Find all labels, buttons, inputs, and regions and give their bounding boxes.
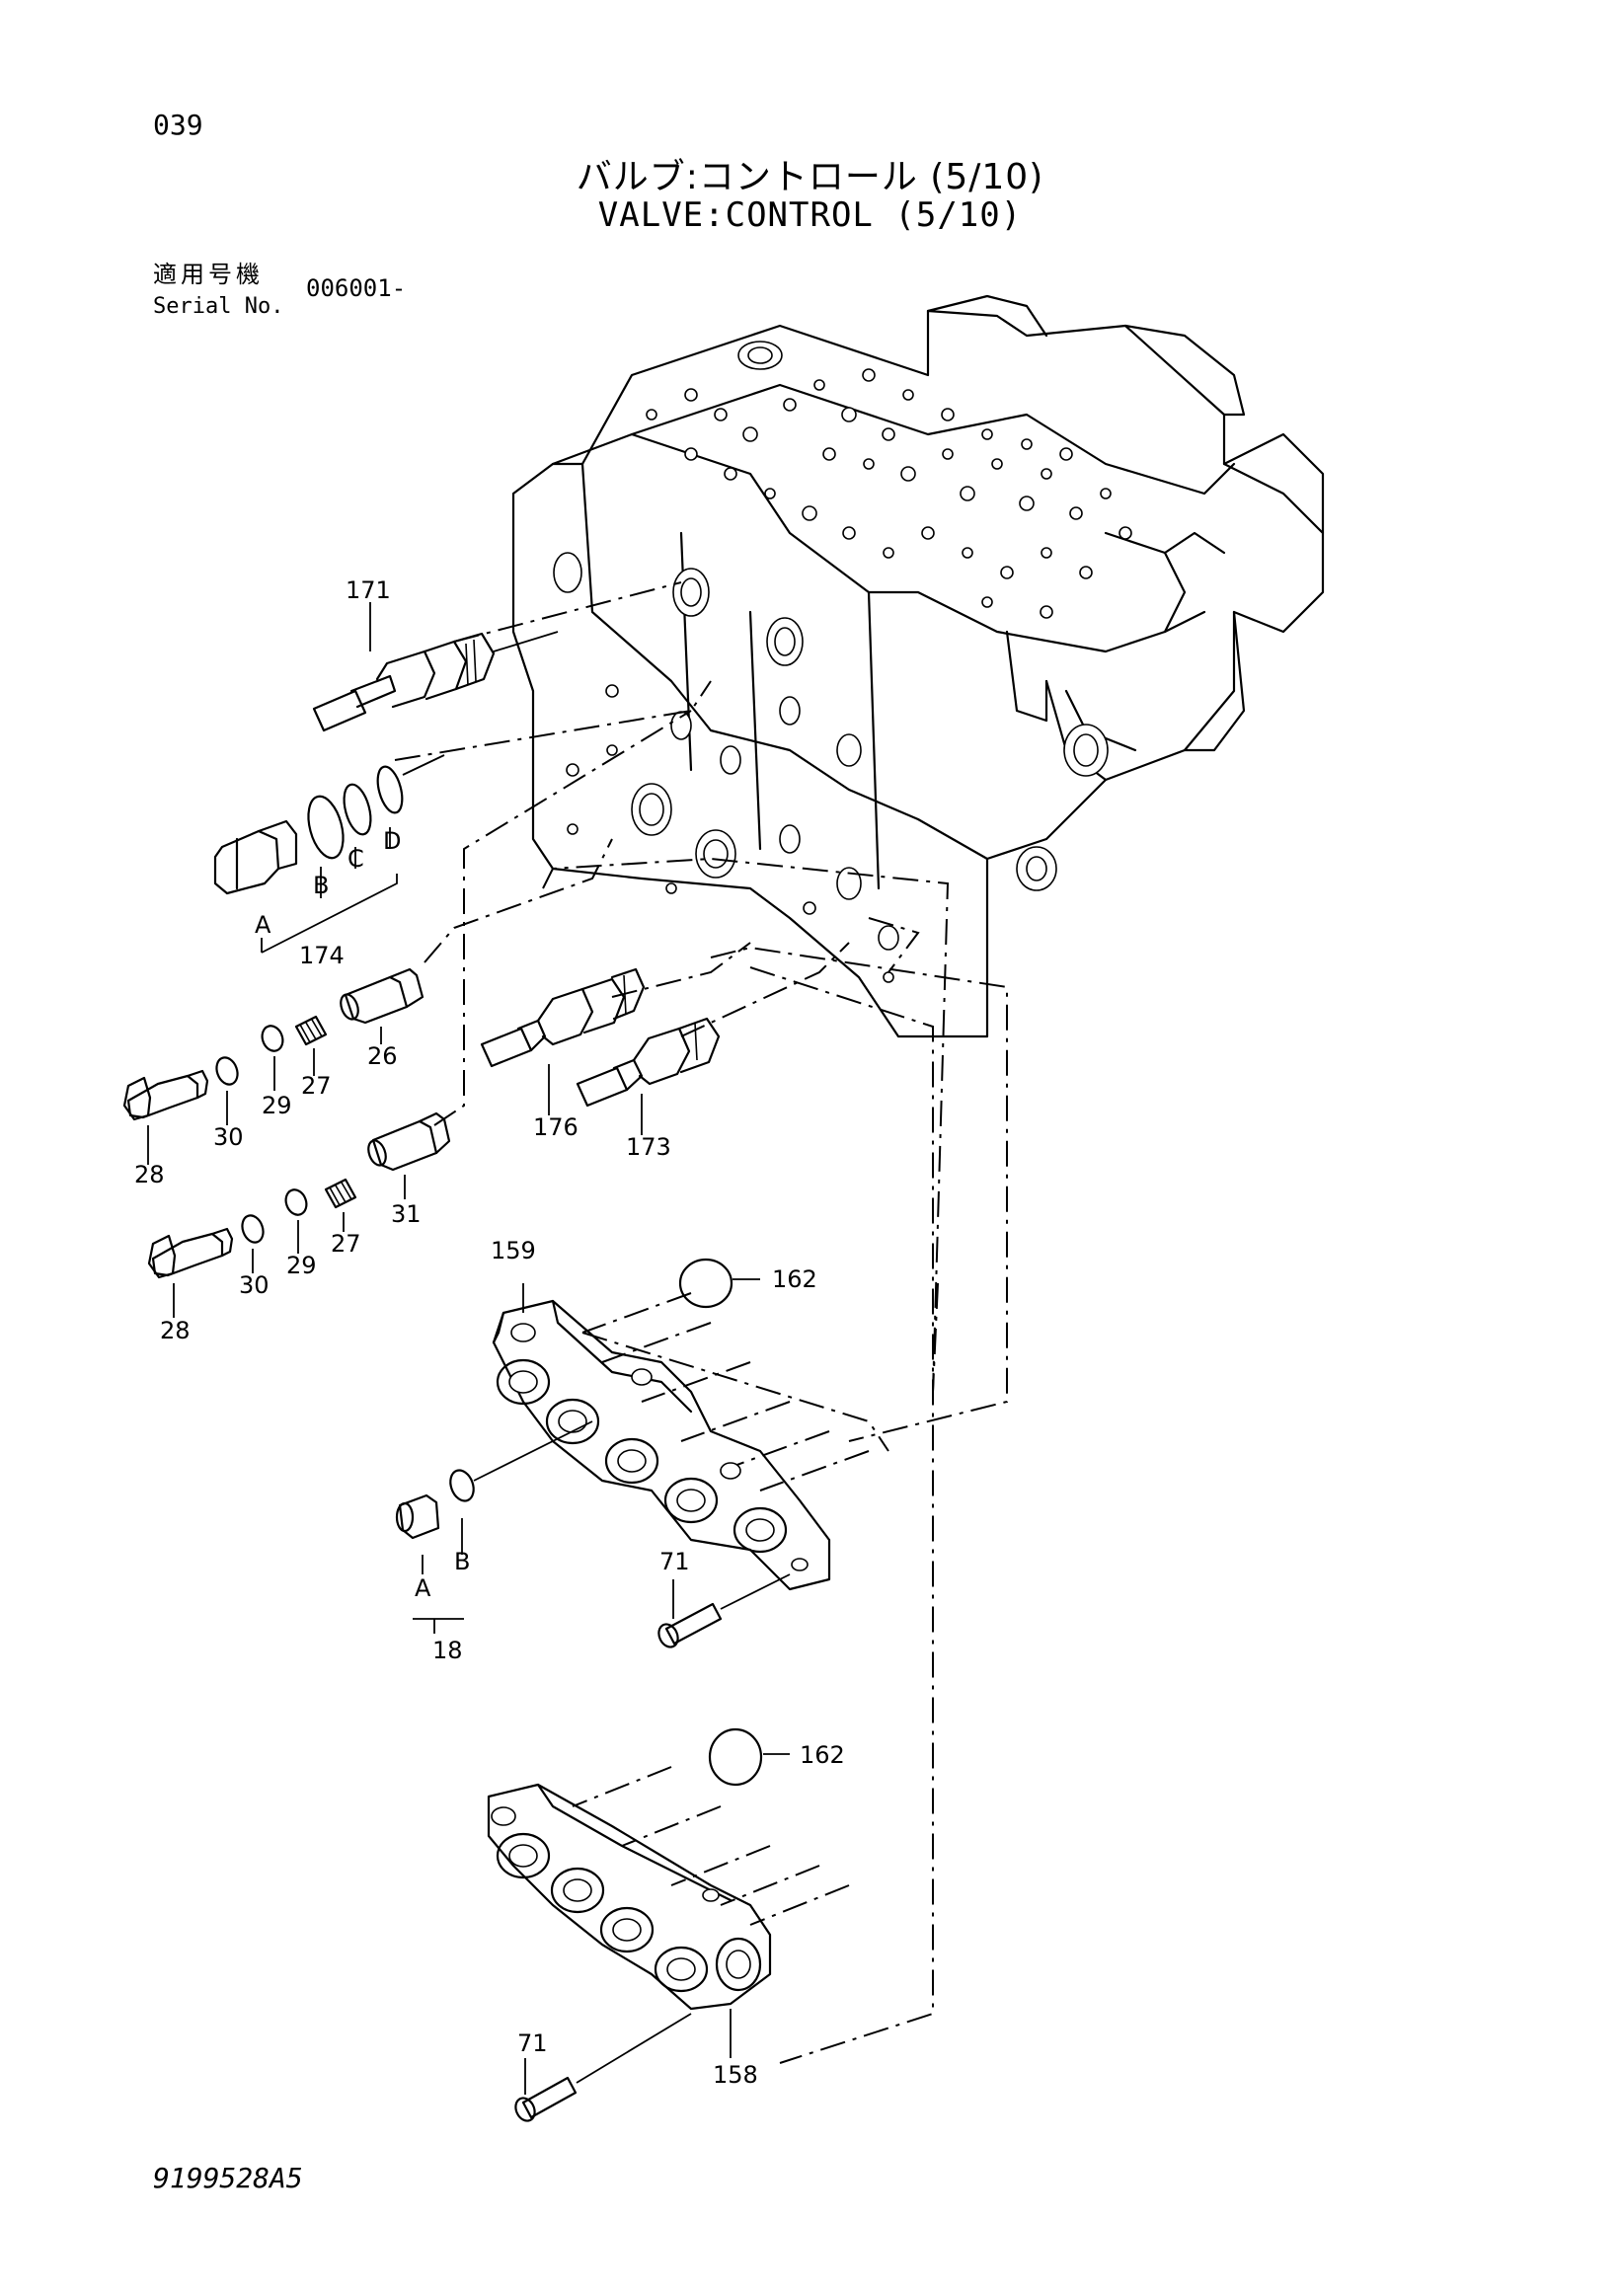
plug-assembly-174 bbox=[213, 754, 445, 954]
callout-71-lower: 71 bbox=[517, 2029, 548, 2057]
callout-176: 176 bbox=[533, 1113, 579, 1141]
drawing-number: 9199528A5 bbox=[153, 2162, 303, 2194]
callout-174-a: A bbox=[255, 911, 271, 939]
callout-18-a: A bbox=[415, 1574, 431, 1602]
bolt-part-71-lower bbox=[514, 2013, 692, 2122]
callout-18-b: B bbox=[454, 1548, 470, 1575]
valve-part-173 bbox=[576, 1017, 721, 1135]
spool-part-31 bbox=[367, 1111, 451, 1199]
page-number: 039 bbox=[153, 109, 203, 141]
valve-part-176 bbox=[480, 967, 646, 1115]
callout-171: 171 bbox=[346, 576, 391, 604]
assembly-dashed-lines bbox=[394, 581, 1008, 2064]
callout-18: 18 bbox=[432, 1637, 463, 1664]
serial-label-japanese: 適用号機 bbox=[153, 261, 264, 288]
callout-29-upper: 29 bbox=[262, 1092, 292, 1119]
flange-part-159 bbox=[492, 1283, 831, 1591]
callout-162-upper: 162 bbox=[772, 1265, 817, 1293]
callout-174-b: B bbox=[313, 872, 329, 899]
page-title-japanese: バルブ:コントロール (5/10) bbox=[576, 157, 1044, 197]
serial-label-english: Serial No. bbox=[153, 294, 284, 319]
callout-27-upper: 27 bbox=[301, 1072, 332, 1100]
callout-29-lower: 29 bbox=[286, 1252, 317, 1279]
o-ring-part-162-lower bbox=[708, 1727, 790, 1787]
callout-174-d: D bbox=[383, 827, 401, 855]
callout-28-lower: 28 bbox=[160, 1317, 191, 1344]
upper-small-parts bbox=[122, 1015, 328, 1165]
bolt-part-71-upper bbox=[657, 1573, 791, 1648]
callout-162-lower: 162 bbox=[800, 1741, 845, 1769]
serial-number-value: 006001- bbox=[306, 274, 407, 302]
callout-173: 173 bbox=[626, 1133, 671, 1161]
callout-174: 174 bbox=[299, 942, 345, 969]
valve-part-171 bbox=[312, 602, 559, 732]
callout-28-upper: 28 bbox=[134, 1161, 165, 1188]
page-title-english: VALVE:CONTROL (5/10) bbox=[597, 195, 1023, 235]
callout-31: 31 bbox=[391, 1200, 422, 1228]
callout-30-upper: 30 bbox=[213, 1123, 244, 1151]
callout-26: 26 bbox=[367, 1042, 398, 1070]
callout-labels: 171 A B C D 174 26 27 29 30 28 176 173 3… bbox=[134, 576, 845, 2089]
callout-71-upper: 71 bbox=[659, 1548, 690, 1575]
lower-small-parts bbox=[147, 1178, 357, 1318]
o-ring-part-162-upper bbox=[678, 1258, 760, 1309]
control-valve-body bbox=[511, 294, 1325, 1038]
callout-158: 158 bbox=[713, 2061, 758, 2089]
flange-part-158 bbox=[487, 1783, 772, 2058]
callout-30-lower: 30 bbox=[239, 1271, 270, 1299]
plug-assembly-18 bbox=[395, 1420, 593, 1634]
callout-159: 159 bbox=[491, 1237, 536, 1264]
callout-174-c: C bbox=[347, 845, 364, 873]
spool-part-26 bbox=[340, 967, 424, 1044]
callout-27-lower: 27 bbox=[331, 1230, 361, 1258]
